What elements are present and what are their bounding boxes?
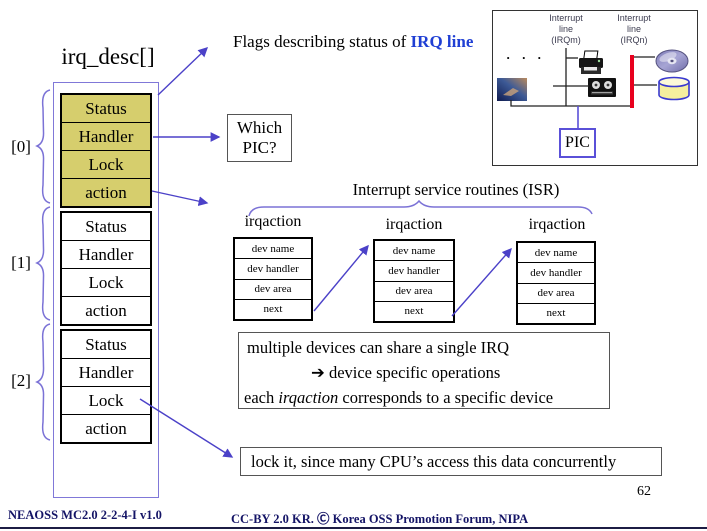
brace-entry-2 xyxy=(35,323,51,441)
note-line-2: ➔ device specific operations xyxy=(311,363,501,382)
irq-desc-entry-1: Status Handler Lock action xyxy=(60,211,152,326)
ellipsis-devices: · · · xyxy=(506,50,546,65)
arrow-next2-to-irqaction3 xyxy=(451,247,512,317)
cd-disc-icon xyxy=(655,49,689,73)
irq-line-highlight: IRQ line xyxy=(410,32,474,51)
field-next: next xyxy=(518,302,594,323)
printer-icon xyxy=(579,50,603,74)
field-dev-handler: dev handler xyxy=(235,258,311,278)
field-handler: Handler xyxy=(62,358,150,386)
irq-desc-array-title: irq_desc[] xyxy=(61,44,155,69)
brace-entry-1 xyxy=(35,206,51,321)
field-next: next xyxy=(375,300,453,321)
index-label-1: [1] xyxy=(11,253,31,272)
irqaction-emphasis: irqaction xyxy=(278,388,339,407)
field-lock: Lock xyxy=(62,386,150,414)
brace-entry-0 xyxy=(35,89,51,204)
irqn-label: Interrupt line (IRQn) xyxy=(617,13,651,45)
which-pic-line1: Which xyxy=(236,117,283,137)
field-status: Status xyxy=(85,216,127,236)
arrow-next1-to-irqaction2 xyxy=(313,244,369,312)
which-pic-line2: PIC? xyxy=(242,138,277,157)
arrow-status-to-flags xyxy=(157,47,209,96)
page-number: 62 xyxy=(637,484,651,499)
footer-divider xyxy=(0,527,707,529)
irq-desc-entry-2: Status Handler Lock action xyxy=(60,329,152,444)
field-dev-handler: dev handler xyxy=(375,260,453,280)
shared-irq-note: multiple devices can share a single IRQ … xyxy=(238,332,610,409)
irqm-label: Interrupt line (IRQm) xyxy=(549,13,583,45)
field-handler: Handler xyxy=(62,122,150,150)
irqaction-title-2: irqaction xyxy=(385,216,443,233)
footer-course-id: NEAOSS MC2.0 2-2-4-I v1.0 xyxy=(8,508,162,522)
index-label-0: [0] xyxy=(11,137,31,156)
field-action: action xyxy=(62,296,150,324)
irqaction-title-1: irqaction xyxy=(244,213,302,230)
field-handler: Handler xyxy=(62,240,150,268)
irqaction-struct-3: dev name dev handler dev area next xyxy=(516,241,596,325)
field-dev-area: dev area xyxy=(518,282,594,303)
lock-note: lock it, since many CPU’s access this da… xyxy=(240,447,662,476)
irqaction-struct-1: dev name dev handler dev area next xyxy=(233,237,313,321)
field-status: Status xyxy=(85,98,127,118)
isr-heading: Interrupt service routines (ISR) xyxy=(352,180,560,199)
irqaction-title-3: irqaction xyxy=(528,216,586,233)
field-dev-name: dev name xyxy=(534,246,578,259)
tape-drive-icon xyxy=(588,78,616,97)
field-action: action xyxy=(62,414,150,442)
field-lock: Lock xyxy=(62,268,150,296)
field-dev-area: dev area xyxy=(375,280,453,301)
field-dev-area: dev area xyxy=(235,278,311,299)
field-status: Status xyxy=(85,334,127,354)
disk-cylinder-icon xyxy=(658,76,690,101)
pic-box: PIC xyxy=(559,128,596,158)
flags-annotation: Flags describing status of IRQ line xyxy=(233,32,473,52)
photo-thumbnail xyxy=(497,78,527,101)
field-dev-name: dev name xyxy=(392,244,436,257)
irqaction-struct-2: dev name dev handler dev area next xyxy=(373,239,455,323)
field-dev-handler: dev handler xyxy=(518,262,594,282)
irq-desc-entry-0: Status Handler Lock action xyxy=(60,93,152,208)
flags-annotation-text: Flags describing status of xyxy=(233,32,411,51)
field-dev-name: dev name xyxy=(251,242,295,255)
note-line-1: multiple devices can share a single IRQ xyxy=(247,338,510,357)
arrow-action-to-irqaction xyxy=(151,190,209,206)
field-next: next xyxy=(235,298,311,319)
index-label-2: [2] xyxy=(11,371,31,390)
note-line-3: each irqaction corresponds to a specific… xyxy=(244,388,554,407)
footer-license: CC-BY 2.0 KR. Ⓒ Korea OSS Promotion Foru… xyxy=(231,512,529,526)
irq-desc-array-container xyxy=(53,82,159,498)
field-action: action xyxy=(62,178,150,206)
field-lock: Lock xyxy=(62,150,150,178)
which-pic-box: Which PIC? xyxy=(227,114,292,162)
